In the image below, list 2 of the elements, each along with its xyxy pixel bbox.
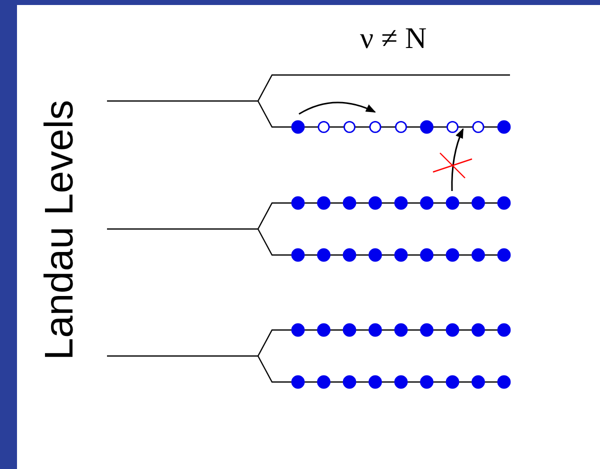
filling-factor-label: ν ≠ N	[360, 22, 427, 56]
axis-title: Landau Levels	[38, 100, 82, 360]
